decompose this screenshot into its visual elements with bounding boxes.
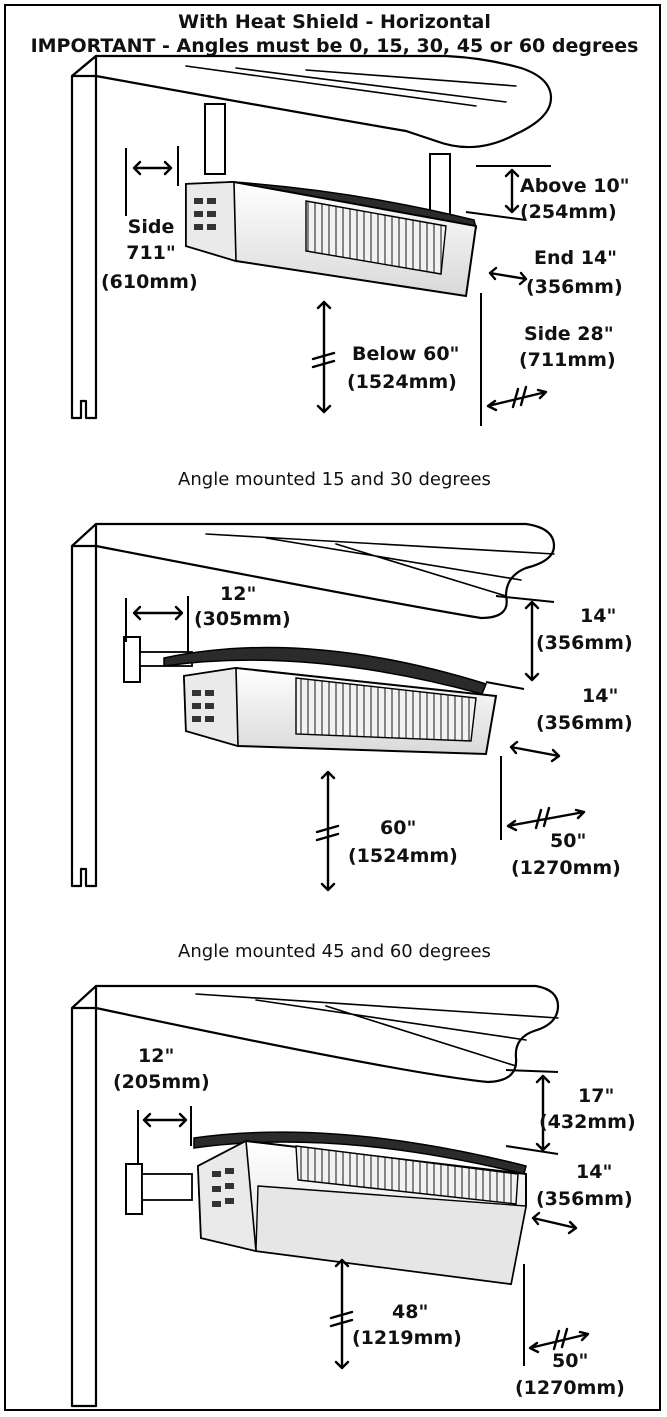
ceiling-2 xyxy=(70,522,556,620)
side-right-arrow-3 xyxy=(528,1330,590,1354)
below-arrow-2 xyxy=(320,770,336,892)
end-mm-3: (356mm) xyxy=(536,1188,633,1210)
above-mm-3: (432mm) xyxy=(539,1111,636,1133)
bracket-2 xyxy=(123,636,141,683)
side-right-label-1: Side 28" xyxy=(524,323,614,345)
wall-3 xyxy=(70,984,98,1408)
side-inches-2: 12" xyxy=(220,583,257,605)
above-mm-2: (356mm) xyxy=(536,632,633,654)
above-mm-1: (254mm) xyxy=(520,201,617,223)
wall-2 xyxy=(70,522,98,888)
section-heading-15-30: Angle mounted 15 and 30 degrees xyxy=(178,469,491,490)
side-arrow-1 xyxy=(132,160,173,176)
side-right-inches-3: 50" xyxy=(552,1350,589,1372)
side-left-label-1: Side xyxy=(127,216,175,238)
side-right-mm-2: (1270mm) xyxy=(511,857,621,879)
end-label-1: End 14" xyxy=(534,247,618,269)
side-right-mm-1: (711mm) xyxy=(519,349,616,371)
wall-1 xyxy=(70,54,98,420)
below-mm-2: (1524mm) xyxy=(348,845,458,867)
above-inches-2: 14" xyxy=(580,605,617,627)
end-mm-1: (356mm) xyxy=(526,276,623,298)
below-inches-3: 48" xyxy=(392,1301,429,1323)
section-heading-45-60: Angle mounted 45 and 60 degrees xyxy=(178,941,491,962)
bracket-right-1 xyxy=(429,153,451,217)
above-arrow-2 xyxy=(524,600,540,682)
side-mm-2: (305mm) xyxy=(194,608,291,630)
heat-shield-2 xyxy=(163,646,487,695)
below-inches-2: 60" xyxy=(380,817,417,839)
bracket-left-1 xyxy=(204,103,226,175)
section-angle-45-60 xyxy=(70,984,590,1408)
side-right-inches-2: 50" xyxy=(550,830,587,852)
diagram-frame: With Heat Shield - Horizontal IMPORTANT … xyxy=(4,4,661,1411)
end-arrow-2 xyxy=(509,740,561,763)
below-mm-3: (1219mm) xyxy=(352,1327,462,1349)
end-mm-2: (356mm) xyxy=(536,712,633,734)
end-arrow-1 xyxy=(488,266,528,286)
diagram-title: With Heat Shield - Horizontal xyxy=(178,11,491,33)
bracket-3 xyxy=(125,1163,143,1215)
side-left-inches-1: 711" xyxy=(126,242,176,264)
below-label-1: Below 60" xyxy=(352,343,460,365)
above-label-1: Above 10" xyxy=(520,175,630,197)
side-arrow-3 xyxy=(142,1112,188,1128)
above-arrow-3 xyxy=(535,1074,551,1152)
side-right-mm-3: (1270mm) xyxy=(515,1377,625,1399)
section-horizontal xyxy=(70,54,553,426)
end-inches-3: 14" xyxy=(576,1161,613,1183)
below-mm-1: (1524mm) xyxy=(347,371,457,393)
angle-warning: IMPORTANT - Angles must be 0, 15, 30, 45… xyxy=(30,35,639,57)
side-right-arrow-1 xyxy=(486,388,548,412)
ceiling-3 xyxy=(70,984,560,1084)
end-arrow-3 xyxy=(531,1211,578,1235)
side-left-mm-1: (610mm) xyxy=(101,271,198,293)
above-inches-3: 17" xyxy=(578,1085,615,1107)
side-mm-3: (205mm) xyxy=(113,1071,210,1093)
section-angle-15-30 xyxy=(70,522,586,892)
side-inches-3: 12" xyxy=(138,1045,175,1067)
end-inches-2: 14" xyxy=(582,685,619,707)
clearance-diagram-svg xyxy=(70,54,590,1408)
above-arrow-1 xyxy=(504,168,520,214)
side-arrow-2 xyxy=(132,605,184,621)
